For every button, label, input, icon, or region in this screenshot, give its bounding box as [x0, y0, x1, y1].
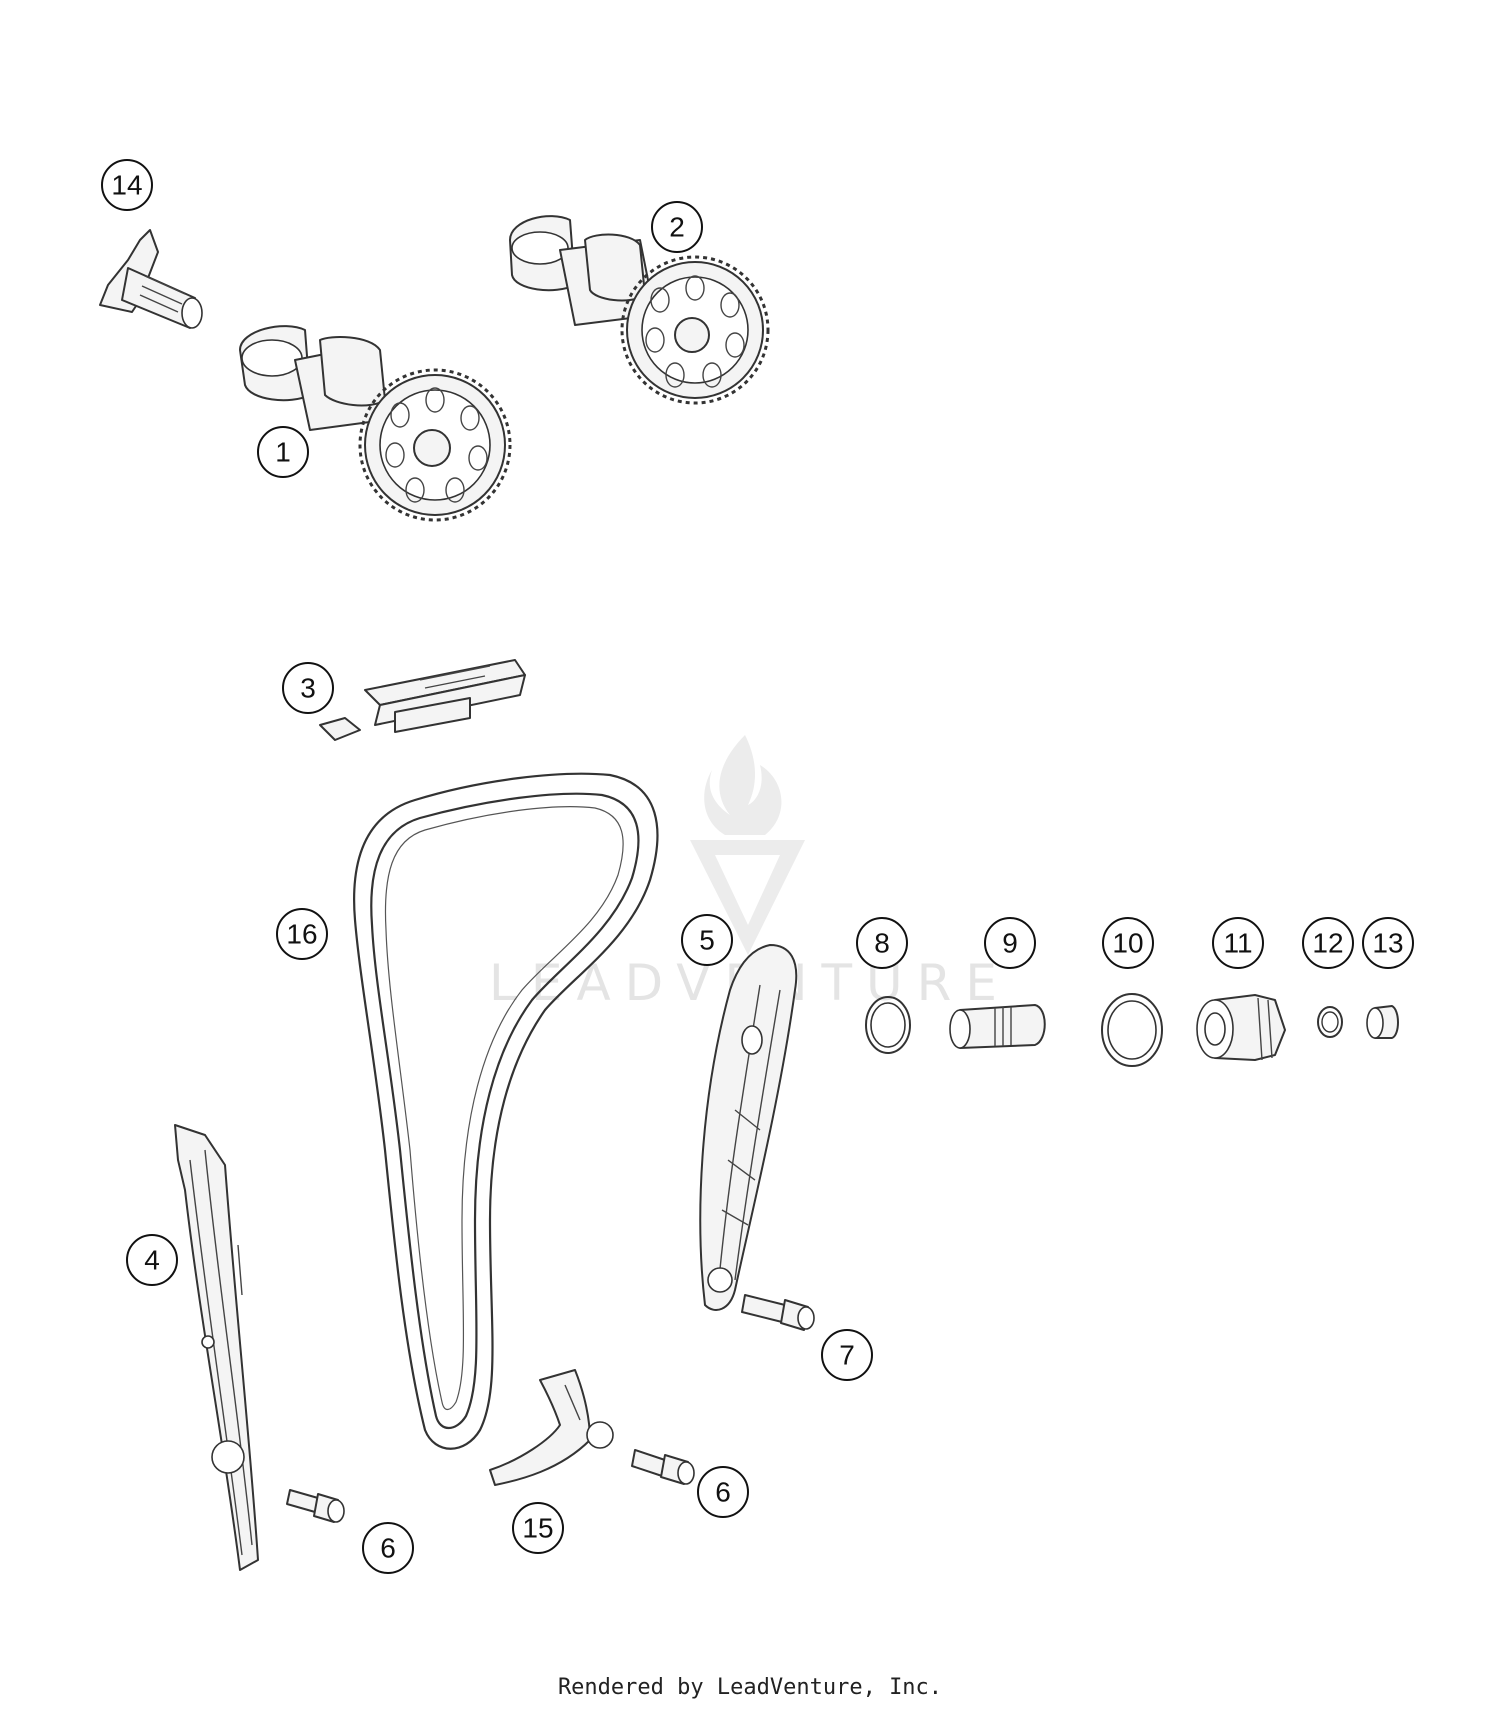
part-2-camshaft	[509, 215, 770, 405]
callout-8[interactable]: 8	[856, 917, 908, 969]
callout-2[interactable]: 2	[651, 201, 703, 253]
callout-9[interactable]: 9	[984, 917, 1036, 969]
callout-16[interactable]: 16	[276, 908, 328, 960]
callout-14-label: 14	[111, 170, 142, 201]
callout-8-label: 8	[874, 928, 890, 959]
callout-5[interactable]: 5	[681, 914, 733, 966]
watermark-flame-icon	[704, 735, 782, 835]
callout-7-label: 7	[839, 1340, 855, 1371]
part-6-bolt-left	[286, 1489, 345, 1523]
callout-16-label: 16	[286, 919, 317, 950]
callout-11-label: 11	[1223, 928, 1252, 959]
callout-1[interactable]: 1	[257, 426, 309, 478]
part-1-camshaft	[239, 325, 512, 522]
part-16-timing-chain	[353, 772, 659, 1450]
part-12-o-ring	[1317, 1006, 1343, 1038]
part-8-ring	[865, 996, 911, 1054]
callout-15-label: 15	[522, 1513, 553, 1544]
callout-10[interactable]: 10	[1102, 917, 1154, 969]
part-4-guide-rail	[174, 1124, 259, 1571]
part-9-tensioner-piston	[949, 1004, 1046, 1049]
callout-12-label: 12	[1312, 928, 1343, 959]
callout-7[interactable]: 7	[821, 1329, 873, 1381]
callout-13[interactable]: 13	[1362, 917, 1414, 969]
callout-4[interactable]: 4	[126, 1234, 178, 1286]
callout-6-left-label: 6	[380, 1533, 396, 1564]
callout-15[interactable]: 15	[512, 1502, 564, 1554]
callout-3-label: 3	[300, 673, 316, 704]
callout-10-label: 10	[1112, 928, 1143, 959]
part-6-bolt-right	[631, 1449, 695, 1485]
callout-5-label: 5	[699, 925, 715, 956]
callout-4-label: 4	[144, 1245, 160, 1276]
callout-1-label: 1	[275, 437, 291, 468]
part-10-gasket	[1101, 993, 1163, 1067]
footer-credit: Rendered by LeadVenture, Inc.	[557, 1675, 943, 1700]
callout-14[interactable]: 14	[101, 159, 153, 211]
callout-6-right[interactable]: 6	[697, 1466, 749, 1518]
part-14-decompressor	[99, 229, 203, 329]
callout-13-label: 13	[1372, 928, 1403, 959]
part-15-guide-shoe	[489, 1369, 614, 1486]
callout-6-left[interactable]: 6	[362, 1522, 414, 1574]
callout-11[interactable]: 11	[1212, 917, 1264, 969]
callout-9-label: 9	[1002, 928, 1018, 959]
part-11-tensioner-housing	[1196, 994, 1286, 1061]
watermark-v-icon	[690, 840, 805, 955]
part-5-tensioner-rail	[699, 944, 798, 1311]
callout-6-right-label: 6	[715, 1477, 731, 1508]
part-13-plug	[1366, 1005, 1399, 1039]
callout-2-label: 2	[669, 212, 685, 243]
callout-3[interactable]: 3	[282, 662, 334, 714]
part-3-guide-rail	[319, 659, 526, 741]
part-7-bolt	[741, 1294, 815, 1331]
callout-12[interactable]: 12	[1302, 917, 1354, 969]
